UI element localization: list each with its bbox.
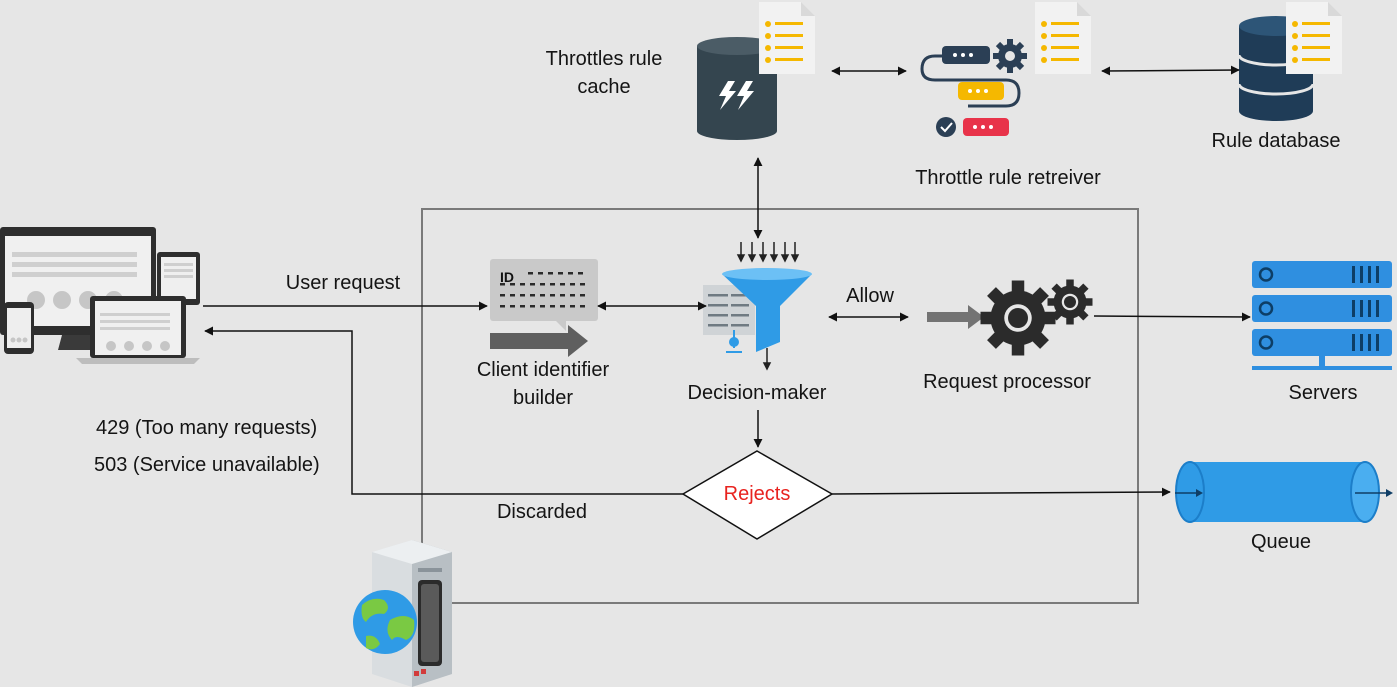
id-card-icon bbox=[490, 259, 598, 357]
processor-servers-arrow bbox=[1093, 312, 1251, 322]
cache-database-icon bbox=[697, 37, 777, 140]
servers-label: Servers bbox=[1288, 382, 1358, 404]
request-processor-label: Request processor bbox=[923, 371, 1091, 393]
decision-maker-label: Decision-maker bbox=[687, 382, 827, 404]
client-identifier-label: Client identifier builder bbox=[476, 359, 610, 409]
document-list-icon bbox=[1286, 2, 1342, 74]
discarded-label: Discarded bbox=[496, 501, 588, 523]
gears-icon bbox=[927, 279, 1093, 356]
error-429-label: 429 (Too many requests) bbox=[96, 417, 318, 439]
rejects-queue-arrow bbox=[831, 487, 1171, 497]
retriever-database-connector bbox=[1101, 65, 1240, 76]
queue-cylinder-icon bbox=[1175, 461, 1393, 523]
queue-label: Queue bbox=[1250, 531, 1312, 553]
rule-database-label: Rule database bbox=[1211, 130, 1341, 152]
document-list-icon bbox=[759, 2, 815, 74]
user-request-label: User request bbox=[285, 272, 401, 294]
error-503-label: 503 (Service unavailable) bbox=[94, 454, 320, 476]
devices-icon bbox=[0, 227, 200, 364]
pipeline-gear-icon bbox=[920, 39, 1027, 137]
funnel-icon bbox=[703, 242, 812, 371]
server-rack-icon bbox=[1250, 259, 1394, 370]
discarded-response-arrow bbox=[204, 326, 683, 495]
rejects-label: Rejects bbox=[723, 483, 791, 505]
rejects-decision bbox=[681, 450, 834, 540]
cache-label: Throttles rule cache bbox=[545, 48, 663, 98]
id-badge-label: ID bbox=[500, 269, 514, 285]
retriever-label: Throttle rule retreiver bbox=[915, 167, 1101, 189]
document-list-icon bbox=[1035, 2, 1091, 74]
allow-label: Allow bbox=[846, 285, 894, 307]
web-server-icon bbox=[353, 540, 452, 687]
rate-limiter-boundary bbox=[421, 208, 1139, 604]
